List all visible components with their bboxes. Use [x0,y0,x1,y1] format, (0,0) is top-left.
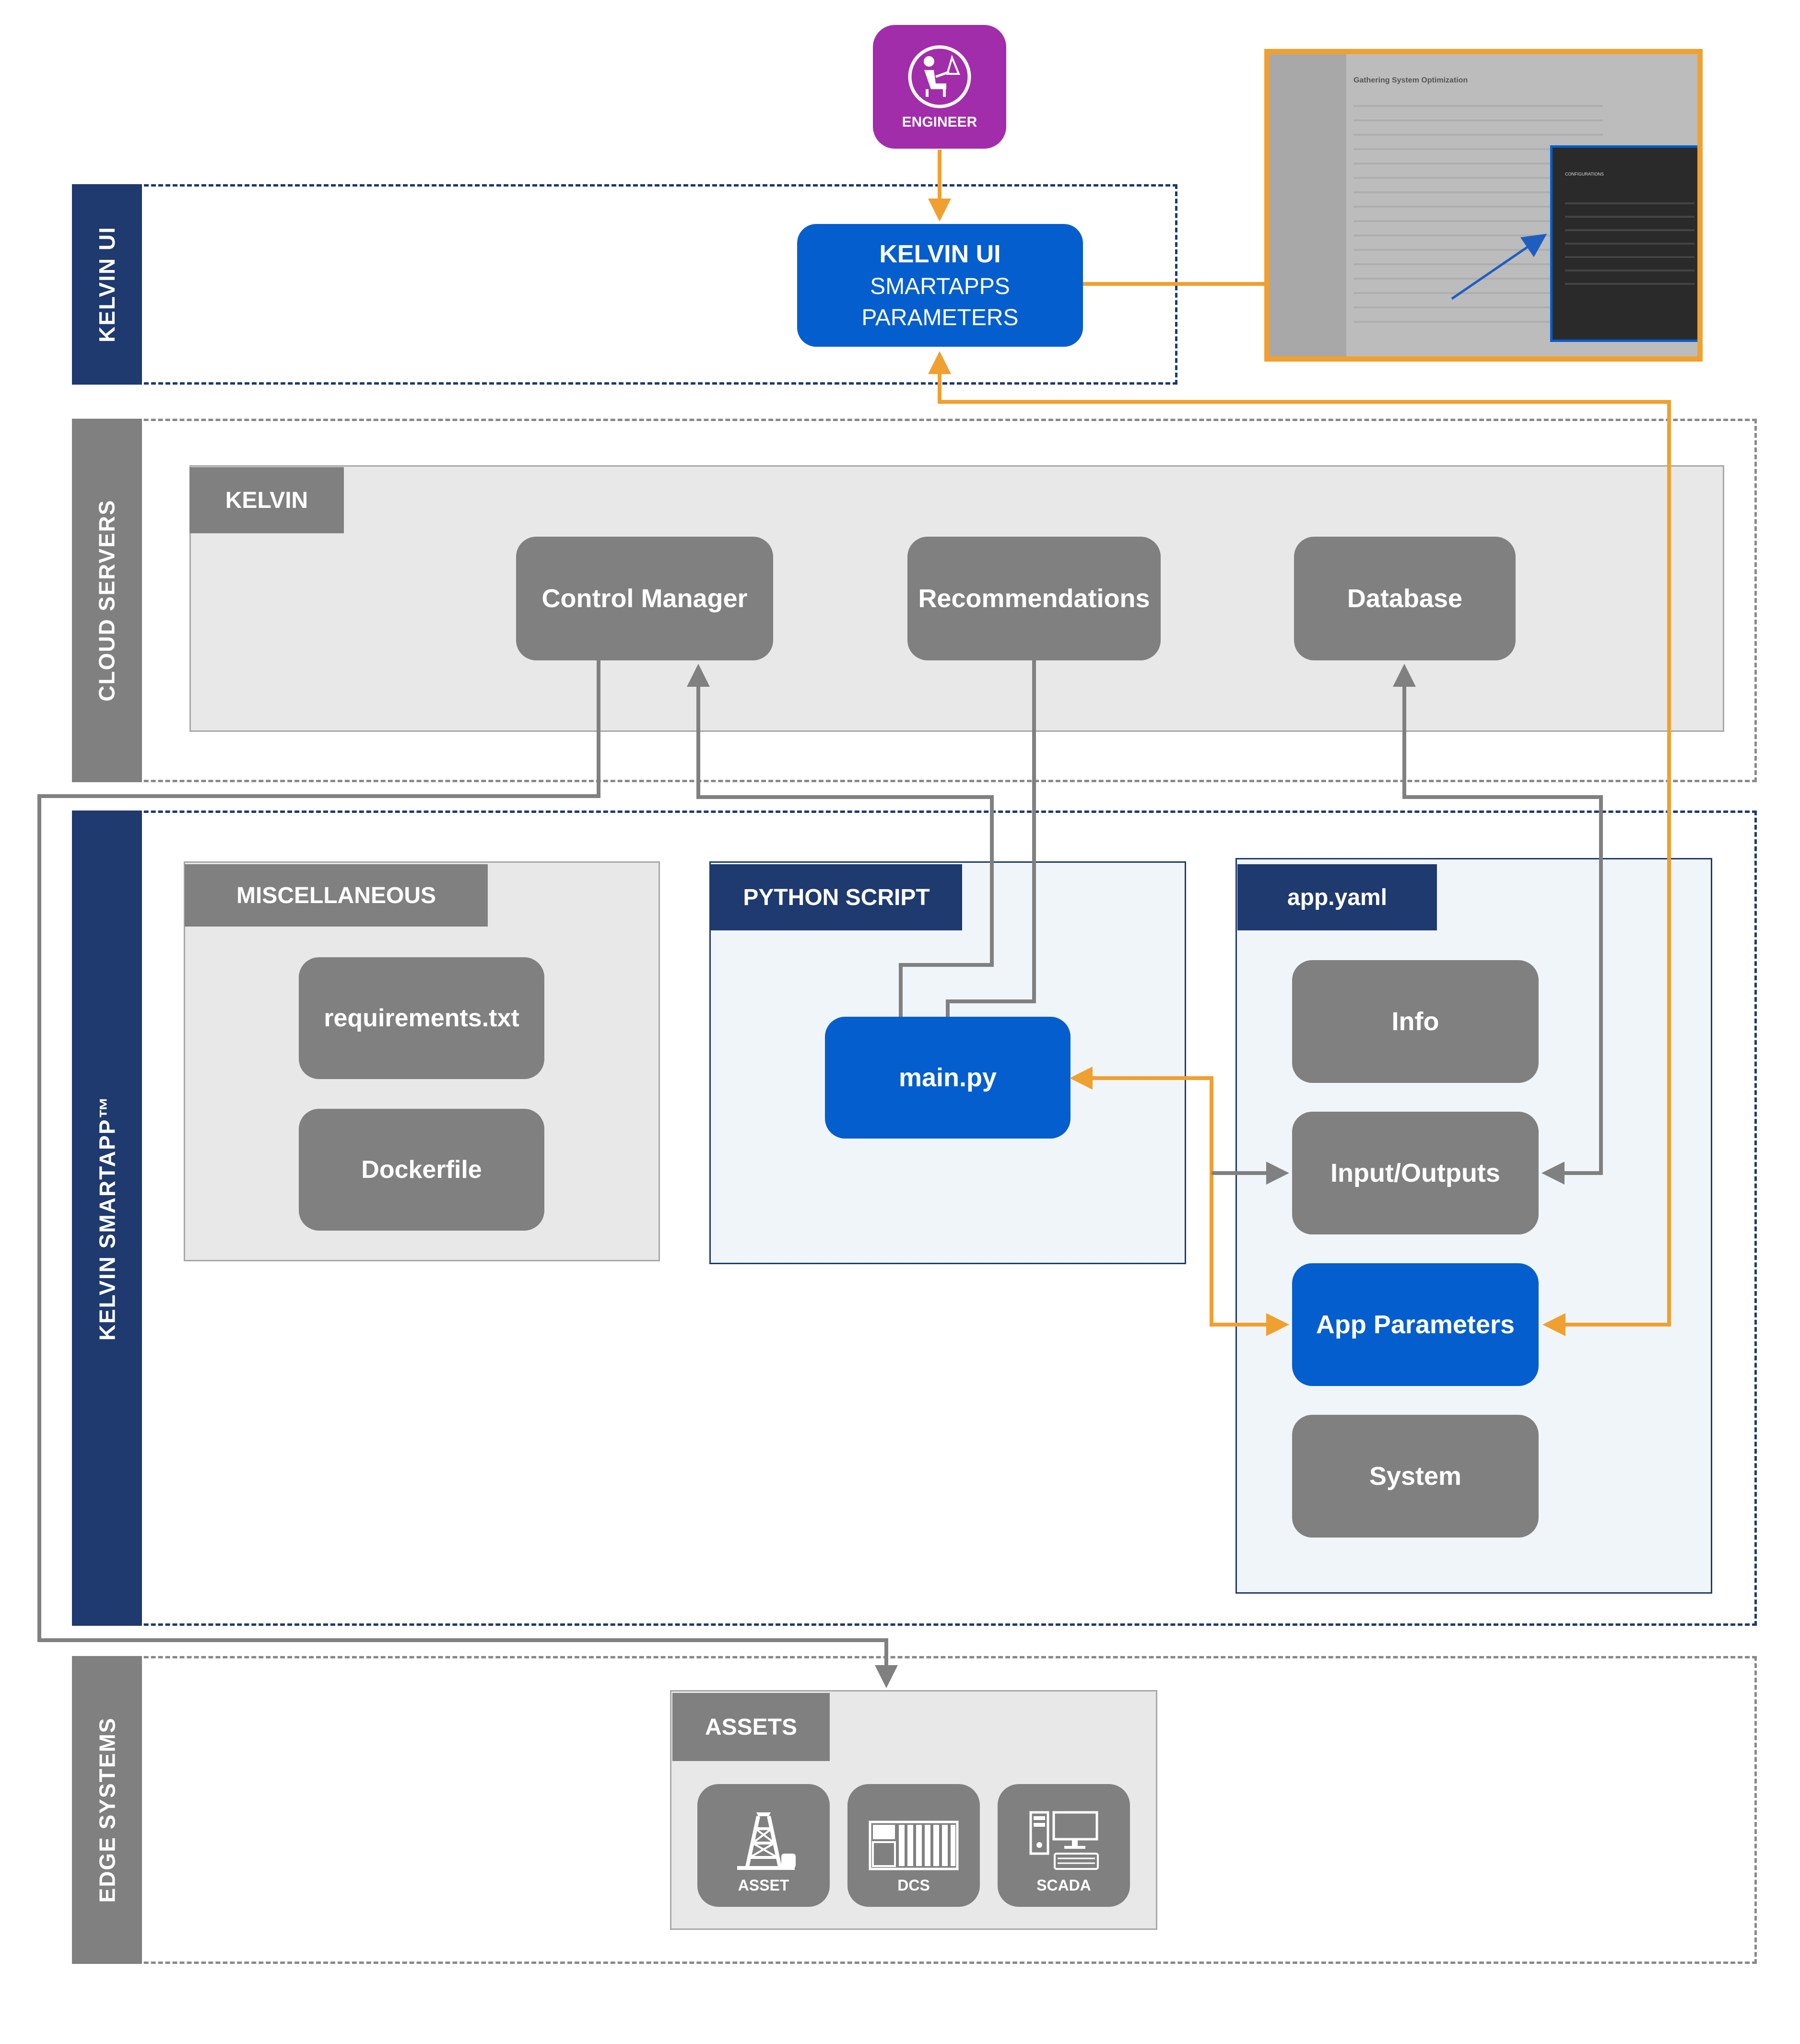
smartapp-band-label: KELVIN SMARTAPP™ [72,811,142,1626]
control-manager: Control Manager [516,537,773,660]
miscellaneous-tab: MISCELLANEOUS [185,864,488,927]
kelvin-ui-subtitle-1: SMARTAPPS [870,274,1010,299]
requirements-txt: requirements.txt [299,957,544,1079]
dcs-rack-icon [869,1821,959,1870]
python-script-tab: PYTHON SCRIPT [711,864,962,930]
screenshot-sidebar [1270,54,1346,356]
dcs-label: DCS [897,1877,930,1894]
assets-tab: ASSETS [672,1693,830,1761]
kelvin-ui-title: KELVIN UI [879,240,1001,268]
engineer-label: ENGINEER [902,114,977,130]
dcs-tile: DCS [847,1784,980,1907]
main-py: main.py [825,1017,1071,1139]
kelvin-ui-smartapps-parameters: KELVIN UI SMARTAPPS PARAMETERS [797,224,1083,347]
dockerfile: Dockerfile [299,1109,544,1231]
oil-derrick-icon [737,1812,796,1870]
screenshot-config-panel: CONFIGURATIONS [1550,145,1697,342]
screenshot-page-title: Gathering System Optimization [1353,76,1468,84]
screenshot-panel-title: CONFIGURATIONS [1565,172,1604,176]
cloud-servers-band-label: CLOUD SERVERS [72,419,142,782]
kelvin-ui-subtitle-2: PARAMETERS [861,305,1019,330]
database: Database [1294,537,1516,660]
kelvin-cloud-tab: KELVIN [189,467,344,533]
kelvin-ui-band-label: KELVIN UI [72,184,142,385]
system: System [1292,1415,1539,1538]
app-yaml-tab: app.yaml [1237,864,1437,930]
recommendations: Recommendations [907,537,1161,660]
scada-tile: SCADA [998,1784,1130,1907]
asset-tile: ASSET [697,1784,830,1907]
screenshot-pointer-arrow [1451,234,1547,300]
asset-label: ASSET [738,1877,789,1894]
engineer-node: ENGINEER [873,25,1006,149]
app-parameters: App Parameters [1292,1263,1539,1386]
scada-label: SCADA [1036,1877,1091,1894]
input-outputs: Input/Outputs [1292,1112,1539,1234]
kelvin-ui-screenshot: Gathering System Optimization CONFIGURAT… [1264,49,1703,362]
edge-systems-band-label: EDGE SYSTEMS [72,1656,142,1964]
scada-workstation-icon [1029,1811,1099,1870]
screenshot-panel-rows [1565,191,1694,296]
info: Info [1292,960,1539,1083]
engineer-icon [908,45,971,108]
